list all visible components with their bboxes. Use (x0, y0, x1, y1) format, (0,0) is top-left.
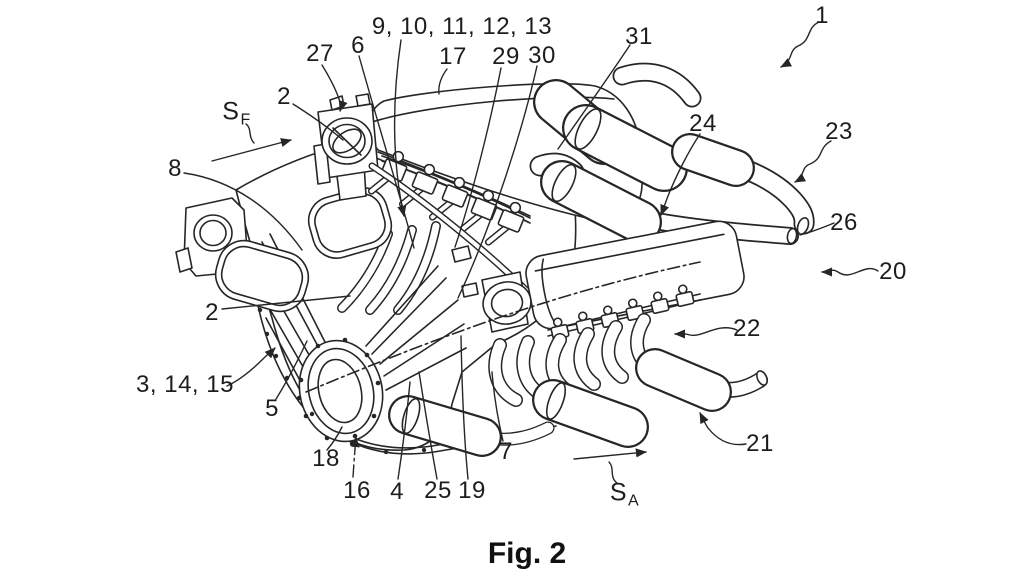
engine-front-details (255, 151, 557, 455)
direction-label-base: S (609, 478, 628, 507)
leader-2-top (292, 103, 344, 141)
ref-label-29-7: 29 (492, 43, 520, 70)
leader-27 (321, 64, 348, 112)
ref-label-22-14: 22 (733, 315, 761, 342)
ref-label-27-1: 27 (306, 40, 334, 67)
ref-label-2-3: 2 (277, 83, 291, 110)
leader-6 (358, 55, 415, 249)
leader-4 (397, 381, 411, 480)
direction-label-sa: SA (609, 478, 639, 509)
ref-label-1-0: 1 (815, 2, 829, 29)
leader-20 (821, 267, 879, 277)
intake-elbow-cover (307, 187, 393, 259)
leader-22 (674, 327, 738, 339)
ref-label-31-9: 31 (625, 23, 653, 50)
ref-label-26-12: 26 (830, 209, 858, 236)
ref-label-9-10-11-12-13-5: 9, 10, 11, 12, 13 (371, 13, 553, 40)
leader-16 (350, 436, 360, 478)
leader-23 (794, 140, 832, 183)
ref-label-3-14-15-17: 3, 14, 15 (136, 371, 234, 398)
ref-label-19-23: 19 (458, 477, 486, 504)
ref-label-5-18: 5 (265, 395, 279, 422)
leader-18 (326, 426, 343, 451)
leader-2-front (221, 295, 351, 310)
leader-24 (660, 133, 701, 216)
leader-26 (799, 222, 835, 236)
leader-17 (438, 68, 448, 95)
exhaust-manifold-lower-bank (388, 313, 768, 457)
leader-29 (454, 67, 502, 248)
ref-label-18-19: 18 (312, 445, 340, 472)
leader-30 (457, 65, 538, 299)
direction-label-sf: SF (222, 97, 250, 128)
leader-9-10-11-12-13 (393, 39, 407, 217)
leader-21 (699, 412, 747, 446)
flow-arrow-sa (573, 448, 647, 484)
throttle-body-right (481, 271, 532, 333)
leader-7 (491, 371, 504, 442)
ref-label-8-4: 8 (168, 155, 182, 182)
ref-label-7-24: 7 (499, 438, 513, 465)
ref-label-25-22: 25 (424, 477, 452, 504)
direction-label-subscript: A (628, 492, 640, 510)
direction-label-subscript: F (240, 111, 251, 129)
ref-label-24-10: 24 (689, 110, 717, 137)
left-intake-cover (214, 239, 310, 313)
ref-label-16-20: 16 (343, 477, 371, 504)
leader-31 (557, 44, 631, 150)
ref-label-6-2: 6 (351, 32, 365, 59)
leader-19 (460, 335, 469, 480)
figure-caption: Fig. 2 (487, 537, 567, 570)
leader-5 (275, 340, 308, 400)
ref-label-23-11: 23 (825, 118, 853, 145)
ref-label-2-16: 2 (205, 299, 219, 326)
leader-lines (183, 21, 879, 480)
leader-3-14-15 (226, 347, 276, 387)
exhaust-manifold-upper-bank (529, 62, 815, 245)
flow-arrow-sf (211, 123, 292, 162)
ref-label-20-13: 20 (879, 258, 907, 285)
ref-label-21-15: 21 (746, 430, 774, 457)
direction-label-base: S (222, 97, 240, 126)
leader-1 (780, 21, 820, 68)
leader-8 (183, 172, 303, 251)
ref-label-17-6: 17 (439, 43, 467, 70)
leader-25 (418, 371, 438, 480)
centerline-axis (305, 261, 701, 393)
ref-label-30-8: 30 (528, 42, 556, 69)
ref-label-4-21: 4 (390, 478, 404, 505)
